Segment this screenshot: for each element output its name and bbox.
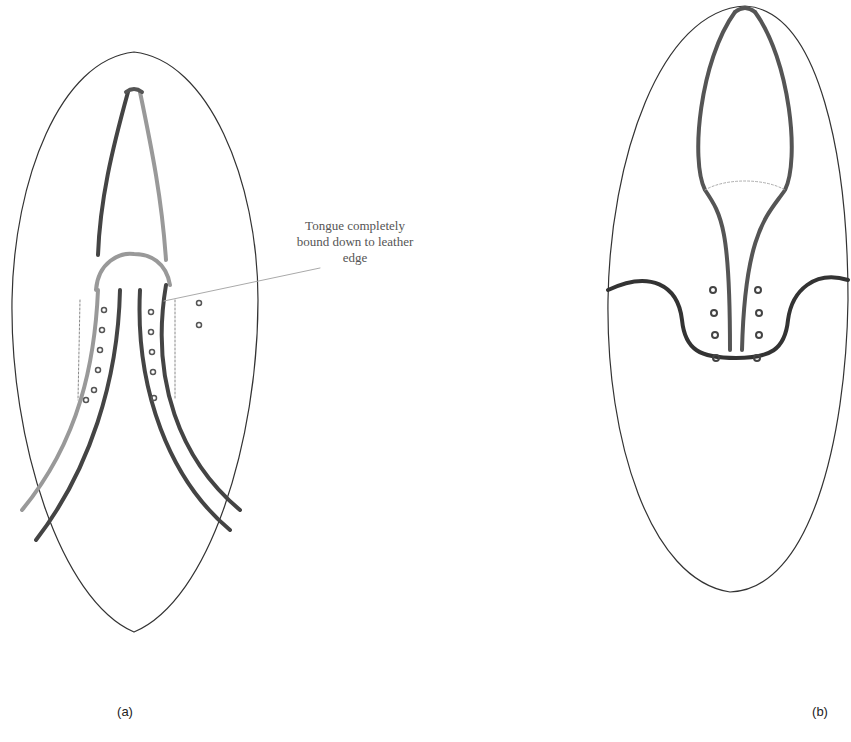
quarter-edge	[162, 285, 240, 510]
tongue-bound-edge	[96, 254, 170, 290]
eyelets	[84, 301, 202, 403]
dotted-guide	[705, 181, 785, 190]
tongue-edge	[98, 92, 128, 255]
callout-note: Tongue completely bound down to leather …	[290, 218, 420, 266]
shoe-outline	[12, 52, 258, 632]
eyelets	[710, 287, 762, 361]
quarter-edge	[36, 290, 120, 540]
tongue-edge	[698, 12, 735, 350]
tongue-top	[735, 8, 755, 12]
shoe-outline	[608, 6, 848, 592]
figure-label: (a)	[117, 704, 133, 719]
quarter-edge	[140, 290, 230, 530]
tongue-edge	[140, 92, 166, 260]
vamp-edge	[608, 277, 848, 358]
dotted-guide	[78, 300, 175, 400]
leader-line	[164, 268, 320, 301]
tongue-top	[126, 89, 142, 92]
figure-label: (b)	[812, 704, 828, 719]
quarter-edge	[22, 290, 98, 510]
